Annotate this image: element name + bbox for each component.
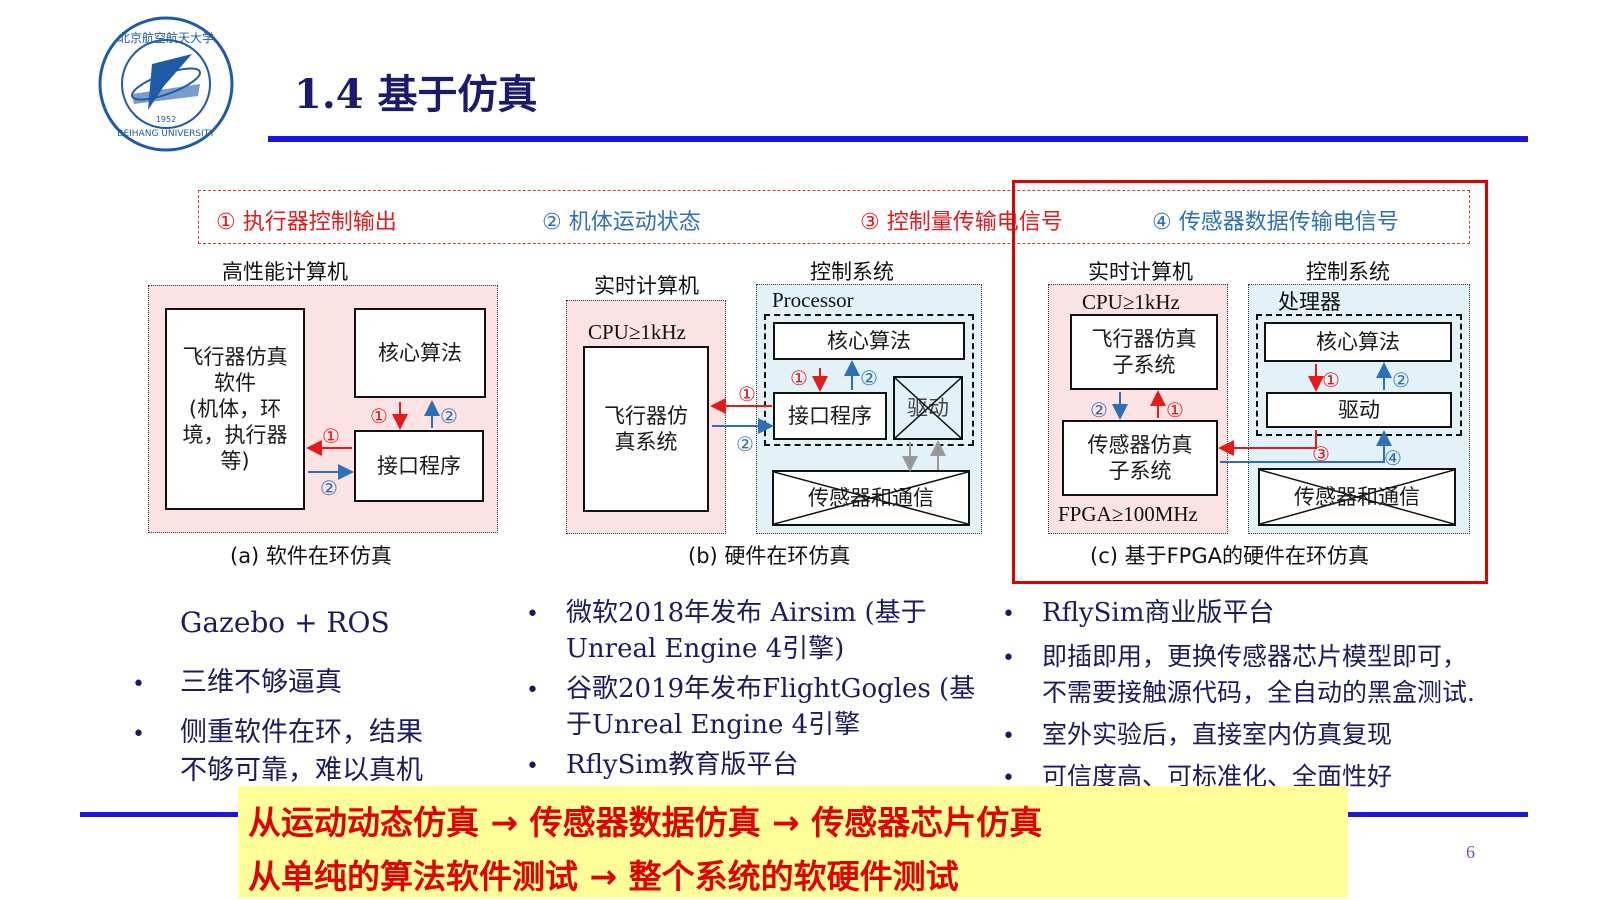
panel-b-sensor-label: 传感器和通信 xyxy=(808,486,934,510)
panel-c-processor: 处理器 xyxy=(1278,290,1341,314)
panel-b-caption: (b) 硬件在环仿真 xyxy=(688,544,851,568)
col3-bullet-4: • xyxy=(1002,766,1015,791)
col1-heading: Gazebo + ROS xyxy=(180,606,390,639)
panel-c-sub1-line-2: 子系统 xyxy=(1112,353,1176,377)
panel-a-sim-line-3: (机体，环 xyxy=(188,397,282,421)
b-num-2b: ② xyxy=(860,366,878,390)
page-number: 6 xyxy=(1466,842,1475,862)
legend-item-4: ④ 传感器数据传输电信号 xyxy=(1152,210,1399,235)
panel-b-sim-line-2: 真系统 xyxy=(614,430,678,454)
legend-item-1: ① 执行器控制输出 xyxy=(216,210,397,235)
panel-a-sim-box: 飞行器仿真 软件 (机体，环 境，执行器 等) xyxy=(165,308,305,510)
panel-c-sub1-box: 飞行器仿真 子系统 xyxy=(1070,314,1218,390)
panel-a-caption: (a) 软件在环仿真 xyxy=(230,544,392,568)
a-num-1b: ① xyxy=(370,404,388,428)
panel-c-fpga: FPGA≥100MHz xyxy=(1058,502,1198,526)
col1-item-2a: 侧重软件在环，结果 xyxy=(180,717,423,748)
col2-item-1b: Unreal Engine 4引擎) xyxy=(566,634,845,664)
col3-item-2a: 即插即用，更换传感器芯片模型即可， xyxy=(1042,642,1468,671)
panel-c-sub2-line-1: 传感器仿真 xyxy=(1087,433,1193,457)
col3-item-2b: 不需要接触源代码，全自动的黑盒测试. xyxy=(1042,678,1475,707)
c-num-3: ③ xyxy=(1312,442,1330,466)
panel-c-processor-box xyxy=(1256,314,1462,436)
panel-b-iface-box: 接口程序 xyxy=(773,392,887,440)
banner-line-1: 从运动动态仿真 → 传感器数据仿真 → 传感器芯片仿真 xyxy=(248,803,1043,842)
university-logo: 北京航空航天大学 BEIHANG UNIVERSITY 1952 xyxy=(92,14,240,154)
col2-bullet-1: • xyxy=(526,602,539,627)
c-num-1: ① xyxy=(1166,398,1184,422)
banner-line-2: 从单纯的算法软件测试 → 整个系统的软硬件测试 xyxy=(248,857,959,896)
title-rule xyxy=(268,136,1528,142)
panel-b-cpu: CPU≥1kHz xyxy=(588,320,686,344)
panel-a-title: 高性能计算机 xyxy=(222,260,348,284)
col1-item-1: 三维不够逼真 xyxy=(180,667,342,698)
b-num-1: ① xyxy=(738,382,756,406)
col3-item-3: 室外实验后，直接室内仿真复现 xyxy=(1042,720,1393,749)
panel-b-sim-box: 飞行器仿 真系统 xyxy=(583,346,709,512)
col2-bullet-2: • xyxy=(526,678,539,703)
panel-b-core-box: 核心算法 xyxy=(773,322,965,360)
panel-c-ctrl-title: 控制系统 xyxy=(1306,260,1390,284)
panel-c-driver-box: 驱动 xyxy=(1266,392,1452,428)
panel-a-sim-line-2: 软件 xyxy=(214,371,256,395)
col3-bullet-2: • xyxy=(1002,646,1015,671)
col2-item-2b: 于Unreal Engine 4引擎 xyxy=(566,710,861,740)
legend-item-3: ③ 控制量传输电信号 xyxy=(860,210,1063,235)
panel-c-sensor-label: 传感器和通信 xyxy=(1294,485,1420,509)
panel-c-rt-title: 实时计算机 xyxy=(1088,260,1193,284)
c-num-2: ② xyxy=(1090,398,1108,422)
panel-c-sensor-box: 传感器和通信 xyxy=(1258,468,1456,526)
col2-bullet-3: • xyxy=(526,754,539,779)
a-num-2: ② xyxy=(320,476,338,500)
b-num-2: ② xyxy=(736,432,754,456)
c-num-1b: ① xyxy=(1322,368,1340,392)
panel-a-iface-box: 接口程序 xyxy=(354,430,484,502)
panel-c-sub2-line-2: 子系统 xyxy=(1108,459,1172,483)
highlight-frame xyxy=(1012,180,1488,584)
col2-item-1a: 微软2018年发布 Airsim (基于 xyxy=(566,598,927,628)
a-num-2b: ② xyxy=(440,404,458,428)
panel-b-driver-box: 驱动 xyxy=(893,376,963,440)
panel-b-rt-title: 实时计算机 xyxy=(594,274,699,298)
panel-a-core-box: 核心算法 xyxy=(354,308,486,398)
col1-bullet-1: • xyxy=(132,672,145,697)
panel-c-sub1-line-1: 飞行器仿真 xyxy=(1091,327,1197,351)
panel-b-ctrl-title: 控制系统 xyxy=(810,260,894,284)
col3-item-1: RflySim商业版平台 xyxy=(1042,598,1275,628)
panel-a-sim-line-1: 飞行器仿真 xyxy=(182,345,288,369)
svg-text:1952: 1952 xyxy=(156,115,176,124)
col3-bullet-3: • xyxy=(1002,724,1015,749)
b-num-1b: ① xyxy=(790,366,808,390)
col2-item-2a: 谷歌2019年发布FlightGogles (基 xyxy=(566,674,976,704)
summary-banner xyxy=(238,786,1348,898)
panel-b-processor-box xyxy=(764,314,974,446)
panel-b-processor: Processor xyxy=(772,288,854,312)
panel-c-core-box: 核心算法 xyxy=(1264,322,1452,362)
panel-a-sim-line-5: 等) xyxy=(220,449,250,473)
panel-c-cpu: CPU≥1kHz xyxy=(1082,290,1180,314)
legend-box xyxy=(198,190,1470,244)
legend-item-2: ② 机体运动状态 xyxy=(542,210,701,235)
panel-c-sub2-box: 传感器仿真 子系统 xyxy=(1062,420,1218,496)
svg-text:BEIHANG UNIVERSITY: BEIHANG UNIVERSITY xyxy=(117,129,215,139)
col3-bullet-1: • xyxy=(1002,602,1015,627)
panel-c-caption: (c) 基于FPGA的硬件在环仿真 xyxy=(1090,544,1369,568)
panel-b-sensor-box: 传感器和通信 xyxy=(772,470,970,526)
c-num-4: ④ xyxy=(1384,446,1402,470)
panel-b-sim-line-1: 飞行器仿 xyxy=(604,404,688,428)
col1-item-2b: 不够可靠，难以真机 xyxy=(180,755,423,786)
col2-item-3: RflySim教育版平台 xyxy=(566,750,799,780)
c-num-2b: ② xyxy=(1392,368,1410,392)
svg-text:北京航空航天大学: 北京航空航天大学 xyxy=(118,30,214,45)
a-num-1: ① xyxy=(322,424,340,448)
panel-a-sim-line-4: 境，执行器 xyxy=(182,423,288,447)
col1-bullet-2: • xyxy=(132,722,145,747)
page-title: 1.4 基于仿真 xyxy=(294,71,538,118)
